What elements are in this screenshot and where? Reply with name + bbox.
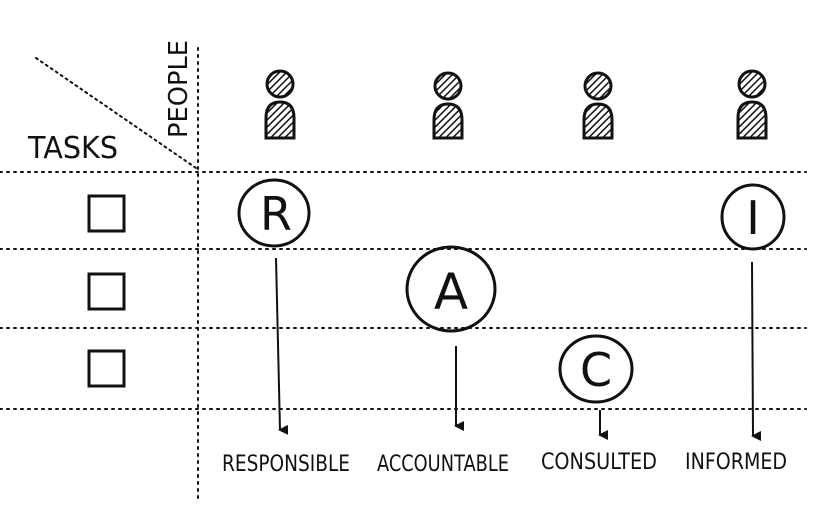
task-checkbox-icon [87, 272, 126, 311]
person-icon [582, 71, 614, 140]
assignment-c-marker: C [558, 334, 634, 404]
role-label-responsible: RESPONSIBLE [222, 452, 350, 477]
assignment-a-marker: A [405, 245, 497, 333]
role-label-informed: INFORMED [685, 450, 787, 475]
person-icon [432, 71, 464, 140]
person-icon [264, 69, 296, 140]
assignment-letter-i: I [746, 191, 760, 245]
task-checkbox-icon [87, 349, 126, 388]
people-axis-label: PEOPLE [164, 40, 194, 138]
assignment-letter-a: A [434, 263, 468, 321]
task-checkbox-icon [87, 194, 126, 233]
assignment-letter-c: C [580, 343, 612, 397]
arrow-responsible [275, 257, 289, 435]
assignment-r-marker: R [237, 178, 311, 248]
header-diagonal-divider [35, 57, 197, 169]
person-icon [736, 69, 768, 140]
role-label-accountable: ACCOUNTABLE [377, 452, 509, 477]
tasks-axis-label: TASKS [27, 131, 118, 166]
arrow-informed [751, 261, 762, 441]
assignment-letter-r: R [260, 187, 292, 241]
assignment-i-marker: I [720, 183, 786, 251]
role-label-consulted: CONSULTED [541, 450, 657, 475]
